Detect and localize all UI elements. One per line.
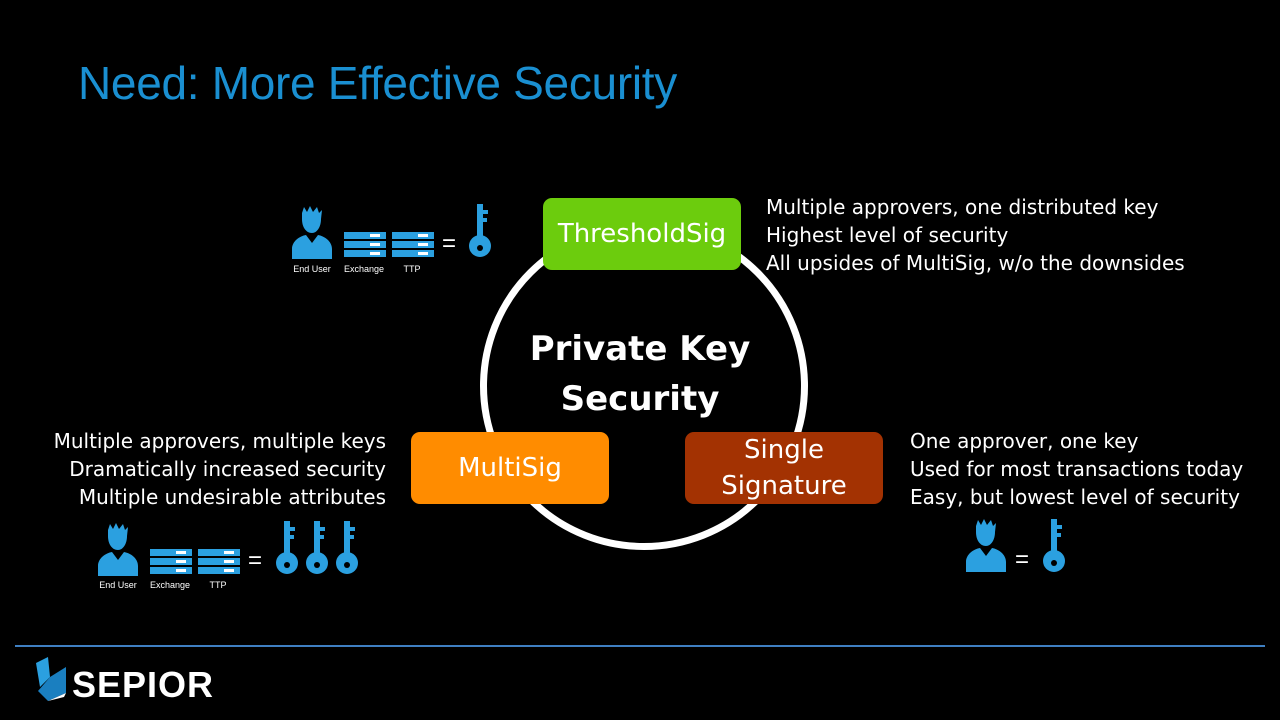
key-icon — [1043, 519, 1065, 572]
user-icon — [98, 523, 138, 576]
equals-sign: = — [248, 547, 263, 574]
key-icon — [306, 521, 328, 574]
slide-title: Need: More Effective Security — [78, 57, 677, 109]
user-icon — [292, 206, 332, 259]
single-description: One approver, one key Used for most tran… — [910, 427, 1243, 511]
server-icon — [150, 549, 192, 574]
description-line: Multiple undesirable attributes — [78, 485, 386, 509]
server-icon — [198, 549, 240, 574]
user-icon — [966, 519, 1006, 572]
threshold-description: Multiple approvers, one distributed key … — [766, 193, 1185, 277]
center-label: Private Key Security — [500, 324, 780, 424]
key-icon — [276, 521, 298, 574]
threshold-sig-box: ThresholdSig — [543, 198, 741, 270]
ttp-label: TTP — [209, 580, 227, 590]
threshold-sig-label: ThresholdSig — [557, 219, 727, 249]
description-line: Easy, but lowest level of security — [910, 485, 1240, 509]
multisig-box: MultiSig — [411, 432, 609, 504]
key-icon — [469, 204, 491, 257]
multisig-label: MultiSig — [458, 453, 562, 483]
server-icon — [344, 232, 386, 257]
single-signature-line-2: Signature — [721, 471, 847, 501]
description-line: Used for most transactions today — [910, 457, 1244, 481]
description-line: Dramatically increased security — [69, 457, 386, 481]
key-icon — [336, 521, 358, 574]
exchange-label: Exchange — [343, 264, 385, 274]
single-signature-box: Single Signature — [685, 432, 883, 504]
description-line: Highest level of security — [766, 223, 1009, 247]
multisig-description: Multiple approvers, multiple keys Dramat… — [54, 427, 386, 511]
description-line: Multiple approvers, one distributed key — [766, 195, 1159, 219]
end-user-label: End User — [293, 264, 331, 274]
description-line: One approver, one key — [910, 429, 1139, 453]
footer-divider — [15, 645, 1265, 647]
description-line: Multiple approvers, multiple keys — [53, 429, 386, 453]
description-line: All upsides of MultiSig, w/o the downsid… — [766, 251, 1185, 275]
single-signature-line-1: Single — [744, 435, 824, 465]
sepior-logo-icon — [36, 657, 66, 701]
center-line-1: Private Key — [529, 329, 751, 369]
equals-sign: = — [442, 230, 457, 257]
server-icon — [392, 232, 434, 257]
exchange-label: Exchange — [149, 580, 191, 590]
ttp-label: TTP — [403, 264, 421, 274]
equals-sign: = — [1015, 546, 1030, 573]
sepior-logo-text: SEPIOR — [72, 664, 215, 705]
center-line-2: Security — [560, 379, 720, 419]
end-user-label: End User — [99, 580, 137, 590]
